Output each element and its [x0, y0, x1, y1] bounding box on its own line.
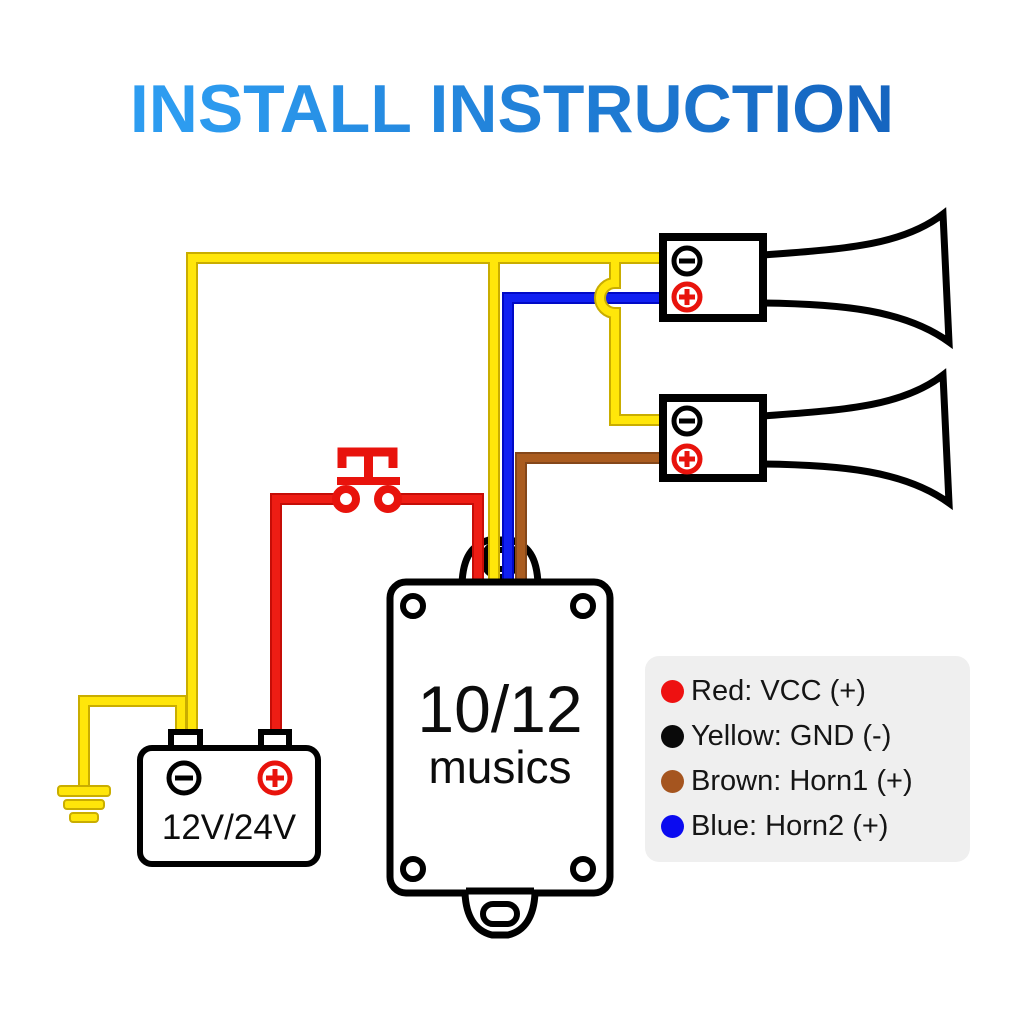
- red-vcc-wire: [270, 447, 484, 744]
- horn2-plus-terminal-icon: [671, 443, 703, 475]
- controller-label-line1: 10/12: [417, 672, 583, 746]
- horn1: [659, 207, 953, 350]
- blue-wire-dot-icon: [661, 815, 684, 838]
- horn1-trumpet: [762, 207, 953, 350]
- legend-item-red: Red: VCC (+): [661, 669, 970, 714]
- legend-item-yellow: Yellow: GND (-): [661, 714, 970, 759]
- blue-horn2-wire: [502, 292, 665, 580]
- screw-hole-top-left: [400, 593, 426, 619]
- screw-hole-bottom-right: [570, 856, 596, 882]
- screw-hole-top-right: [570, 593, 596, 619]
- battery-plus-icon: [257, 760, 293, 796]
- horn2-trumpet: [762, 368, 953, 511]
- brown-wire-dot-icon: [661, 770, 684, 793]
- horn2: [659, 368, 953, 511]
- ground-symbol-icon: [57, 785, 111, 823]
- legend-label: Red: VCC (+): [691, 675, 866, 707]
- mounting-tab: [461, 887, 539, 939]
- wire-color-legend: Red: VCC (+) Yellow: GND (-) Brown: Horn…: [645, 656, 970, 862]
- controller-label-line2: musics: [428, 741, 572, 793]
- horn1-plus-terminal-icon: [671, 281, 703, 313]
- battery: [137, 729, 321, 867]
- yellow-wire-dot-icon: [661, 725, 684, 748]
- battery-minus-icon: [166, 760, 202, 796]
- red-wire-dot-icon: [661, 680, 684, 703]
- page-title: INSTALL INSTRUCTION: [0, 70, 1024, 148]
- screw-hole-bottom-left: [400, 856, 426, 882]
- legend-label: Blue: Horn2 (+): [691, 810, 889, 842]
- legend-item-blue: Blue: Horn2 (+): [661, 804, 970, 849]
- controller-box: [386, 578, 614, 939]
- legend-label: Yellow: GND (-): [691, 720, 892, 752]
- battery-voltage-label: 12V/24V: [161, 808, 297, 847]
- yellow-gnd-wire: [57, 252, 665, 823]
- horn1-minus-terminal-icon: [671, 245, 703, 277]
- legend-item-brown: Brown: Horn1 (+): [661, 759, 970, 804]
- horn2-minus-terminal-icon: [671, 405, 703, 437]
- push-button-switch: [332, 447, 402, 513]
- brown-horn1-wire: [515, 452, 665, 580]
- legend-label: Brown: Horn1 (+): [691, 765, 913, 797]
